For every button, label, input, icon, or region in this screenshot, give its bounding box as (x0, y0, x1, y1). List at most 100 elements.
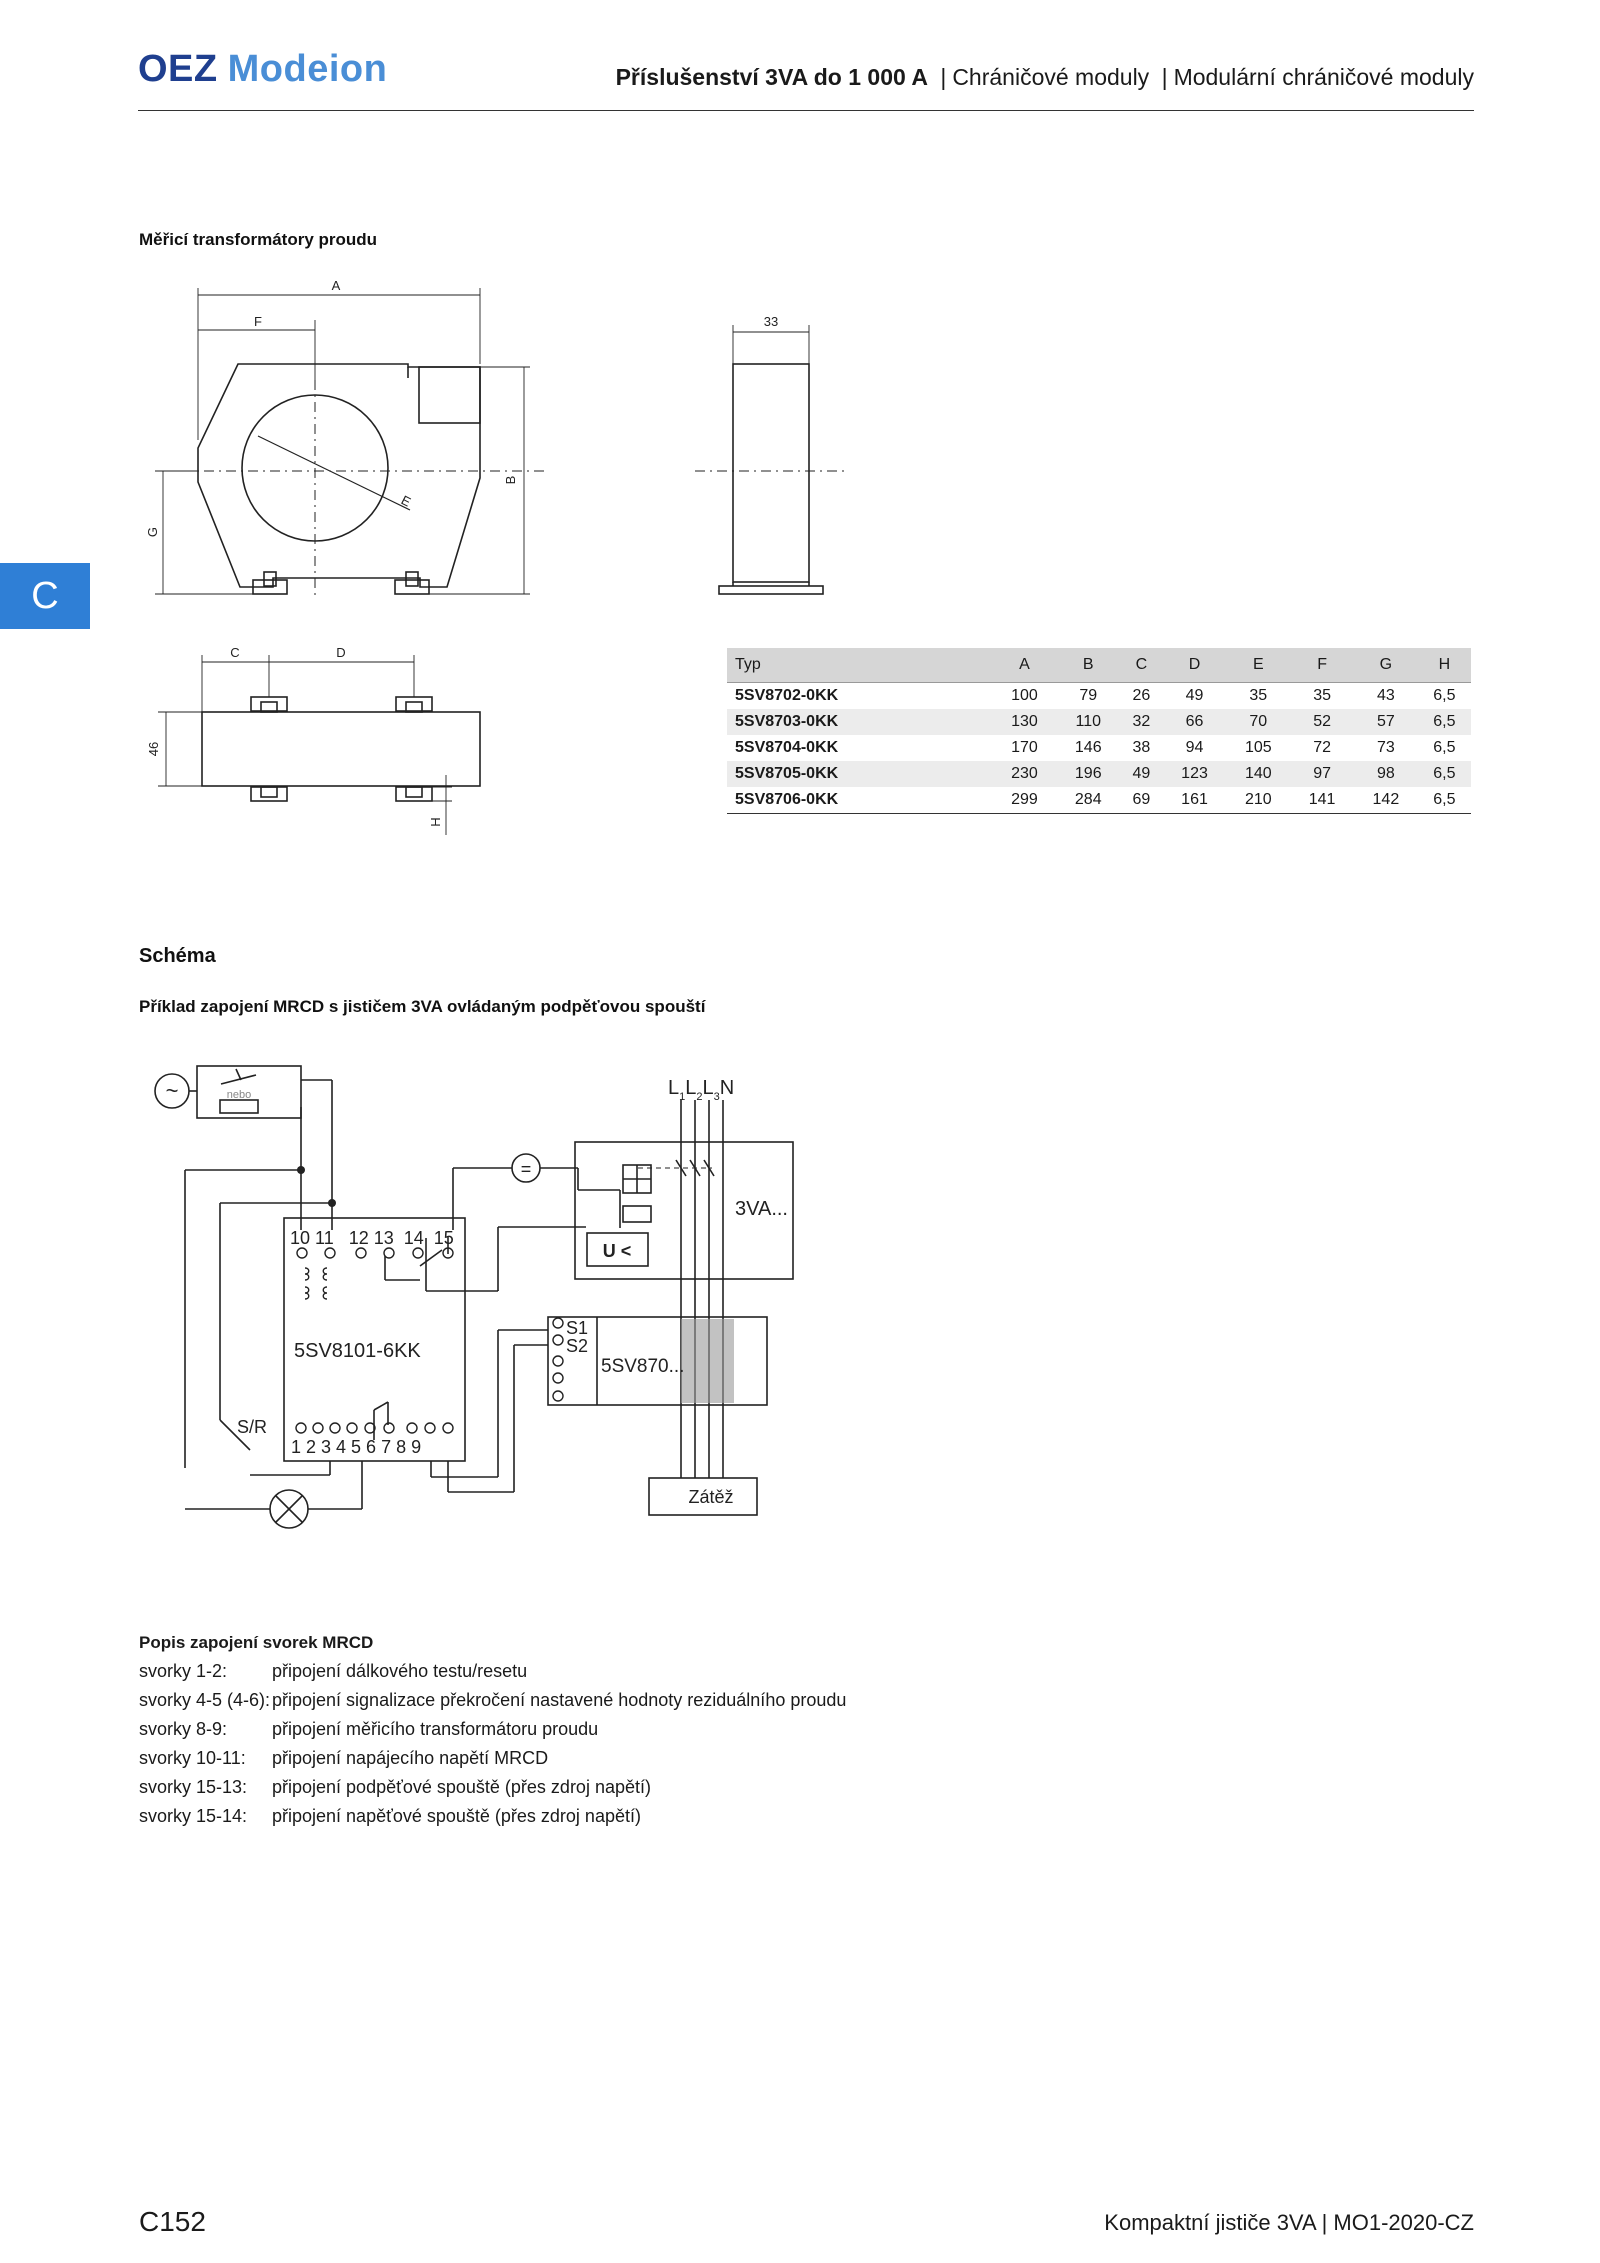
table-cell: 142 (1353, 787, 1418, 814)
table-cell: 6,5 (1417, 761, 1471, 787)
ac-source-symbol: ~ (166, 1078, 179, 1103)
legend-title: Popis zapojení svorek MRCD (139, 1633, 374, 1652)
schema-subheading: Příklad zapojení MRCD s jističem 3VA ovl… (139, 997, 706, 1016)
dim-label-e: E (399, 492, 414, 509)
table-cell: 98 (1353, 761, 1418, 787)
legend-text: připojení napěťové spouště (přes zdroj n… (272, 1806, 641, 1826)
legend-key: svorky 15-14: (139, 1806, 248, 1826)
terminal-numbers-top: 10 11 12 13 14 15 (290, 1228, 454, 1248)
table-cell: 38 (1132, 739, 1151, 756)
table-cell: 32 (1120, 709, 1163, 735)
page-number: C152 (139, 2206, 206, 2237)
breaker-3va-box (574, 1141, 794, 1280)
table-header: C (1120, 648, 1163, 683)
module-label: 5SV8101-6KK (294, 1340, 421, 1362)
table-header: G (1353, 648, 1418, 683)
breaker-label: 3VA... (735, 1198, 788, 1220)
table-row: 5SV8703-0KK 130 110 32 66 70 52 57 6,5 (727, 709, 1471, 735)
list-item: svorky 10-11: připojení napájecího napět… (139, 1744, 846, 1773)
table-cell: 26 (1132, 687, 1151, 704)
list-item: svorky 4-5 (4-6): připojení signalizace … (139, 1686, 846, 1715)
table-row: 5SV8706-0KK 299 284 69 161 210 141 142 6… (727, 787, 1471, 814)
table-cell: 70 (1226, 709, 1291, 735)
sr-label: S/R (237, 1417, 267, 1437)
table-cell: 35 (1249, 687, 1268, 704)
transformer-label: 5SV870... (601, 1356, 684, 1377)
table-cell: 6,5 (1417, 787, 1471, 814)
table-cell: 100 (1011, 687, 1038, 704)
s1-label: S1 (566, 1318, 588, 1338)
legend-text: připojení napájecího napětí MRCD (272, 1748, 549, 1768)
dim-label-f: F (254, 314, 262, 329)
header-separator: | (940, 64, 947, 90)
table-cell: 57 (1353, 709, 1418, 735)
table-cell: 79 (1079, 687, 1098, 704)
legend-text: připojení měřicího transformátoru proudu (272, 1719, 599, 1739)
table-cell: 73 (1376, 739, 1395, 756)
footer-separator: | (1321, 2210, 1328, 2235)
table-cell: 230 (992, 761, 1057, 787)
table-cell: 105 (1244, 739, 1272, 756)
header-title-main: Příslušenství 3VA do 1 000 A (615, 64, 928, 90)
table-row: 5SV8705-0KK 230 196 49 123 140 97 98 6,5 (727, 761, 1471, 787)
header-title-part2: Chráničové moduly (952, 64, 1150, 90)
table-row: 5SV8704-0KK 170 146 38 94 105 72 73 6,5 (727, 735, 1471, 761)
table-header: F (1290, 648, 1354, 683)
footer-doc-code: MO1-2020-CZ (1333, 2210, 1474, 2235)
table-cell: 66 (1162, 709, 1227, 735)
legend-key: svorky 10-11: (139, 1748, 246, 1768)
transformer-top-outline (201, 711, 481, 787)
table-header: E (1226, 648, 1291, 683)
table-row: 5SV8702-0KK 100 79 26 49 35 35 43 6,5 (727, 683, 1471, 710)
table-cell: 69 (1120, 787, 1163, 814)
table-cell: 97 (1290, 761, 1354, 787)
footer-doc-title: Kompaktní jističe 3VA (1104, 2210, 1316, 2235)
table-cell: 161 (1162, 787, 1227, 814)
header-title-part3: Modulární chráničové moduly (1173, 64, 1474, 90)
list-item: svorky 1-2: připojení dálkového testu/re… (139, 1657, 846, 1686)
table-cell: 146 (1074, 739, 1102, 756)
logo-brand: OEZ (138, 48, 218, 90)
dim-label-b: B (503, 476, 518, 485)
dim-label-h: H (428, 817, 443, 826)
dim-label-46: 46 (146, 742, 161, 756)
table-cell: 196 (1056, 761, 1121, 787)
table-cell: 49 (1120, 761, 1163, 787)
chapter-tab: C (0, 563, 90, 629)
legend-text: připojení dálkového testu/resetu (272, 1661, 528, 1681)
dim-label-a: A (332, 278, 341, 293)
terminal-numbers-bottom: 1 2 3 4 5 6 7 8 9 (291, 1437, 421, 1457)
table-cell: 6,5 (1433, 739, 1456, 756)
table-cell: 141 (1290, 787, 1354, 814)
footer-document-id: Kompaktní jističe 3VA | MO1-2020-CZ (1104, 2210, 1474, 2236)
table-cell: 5SV8705-0KK (727, 761, 993, 787)
table-cell: 49 (1185, 687, 1204, 704)
load-box (648, 1477, 758, 1516)
table-cell: 72 (1313, 739, 1331, 756)
dimension-table: Typ A B C D E F G H 5SV8702-0KK 100 79 2… (727, 648, 1471, 814)
list-item: svorky 8-9: připojení měřicího transform… (139, 1715, 846, 1744)
legend-text: připojení signalizace překročení nastave… (272, 1690, 847, 1710)
table-cell: 299 (992, 787, 1057, 814)
legend-text: připojení podpěťové spouště (přes zdroj … (272, 1777, 651, 1797)
legend-key: svorky 15-13: (139, 1777, 248, 1797)
table-cell: 210 (1226, 787, 1291, 814)
table-cell: 110 (1056, 709, 1121, 735)
table-cell: 130 (992, 709, 1057, 735)
table-cell: 43 (1376, 687, 1395, 704)
transformer-terminal-box (418, 366, 481, 424)
legend-key: svorky 4-5 (4-6): (139, 1690, 271, 1710)
dim-label-c: C (230, 645, 239, 660)
table-cell: 170 (1011, 739, 1038, 756)
table-cell: 5SV8703-0KK (727, 709, 993, 735)
load-label: Zátěž (688, 1487, 733, 1507)
section-heading-transformers: Měřicí transformátory proudu (139, 230, 378, 249)
table-cell: 123 (1162, 761, 1227, 787)
undervoltage-release-box (586, 1232, 649, 1267)
wiring-schematic (154, 1065, 794, 1529)
list-item: svorky 15-14: připojení napěťové spouště… (139, 1802, 846, 1831)
header-title: Příslušenství 3VA do 1 000 A |Chráničové… (616, 64, 1474, 91)
section-heading-schema: Schéma (139, 945, 216, 967)
